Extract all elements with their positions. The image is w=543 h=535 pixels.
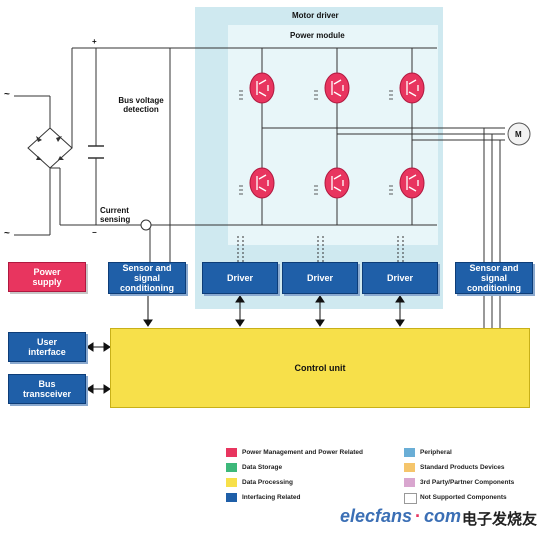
legend-label-7: Interfacing Related	[242, 494, 301, 501]
legend: Power Management and Power Related Periph…	[226, 448, 536, 508]
igbt-switch-5	[314, 167, 350, 199]
driver-block-3: Driver	[362, 262, 438, 294]
igbt-switch-4	[239, 167, 275, 199]
bus-voltage-detection-label: Bus voltage detection	[118, 96, 164, 114]
legend-swatch-7	[226, 493, 237, 502]
power-module-panel	[228, 25, 438, 245]
legend-swatch-4	[404, 463, 415, 472]
control-unit-block: Control unit	[110, 328, 530, 408]
watermark-tld: com	[424, 506, 462, 526]
legend-swatch-5	[226, 478, 237, 487]
sensor-conditioning-left-block: Sensor and signal conditioning	[108, 262, 186, 294]
igbt-switch-1	[239, 72, 275, 104]
legend-label-5: Data Processing	[242, 479, 293, 486]
legend-label-3: Data Storage	[242, 464, 283, 471]
legend-swatch-1	[226, 448, 237, 457]
motor-driver-title: Motor driver	[292, 11, 339, 20]
driver-block-1: Driver	[202, 262, 278, 294]
legend-label-4: Standard Products Devices	[420, 464, 505, 471]
ac-input-top: ~	[4, 89, 10, 100]
legend-label-8: Not Supported Components	[420, 494, 507, 501]
sensor-conditioning-right-block: Sensor and signal conditioning	[455, 262, 533, 294]
igbt-switch-3	[389, 72, 425, 104]
bus-transceiver-block: Bus transceiver	[8, 374, 86, 404]
legend-label-6: 3rd Party/Partner Components	[420, 479, 515, 486]
user-interface-block: User interface	[8, 332, 86, 362]
legend-label-1: Power Management and Power Related	[242, 449, 364, 456]
motor-label: M	[515, 130, 522, 139]
driver-block-2: Driver	[282, 262, 358, 294]
watermark-chinese: 电子发烧友	[462, 511, 538, 528]
igbt-switch-2	[314, 72, 350, 104]
legend-label-2: Peripheral	[420, 449, 452, 456]
minus-sign: −	[92, 228, 97, 237]
igbt-switch-6	[389, 167, 425, 199]
ac-input-bottom: ~	[4, 228, 10, 239]
watermark-dot: ·	[415, 506, 421, 526]
current-sensing-label: Current sensing	[100, 206, 131, 224]
legend-swatch-8	[404, 493, 417, 504]
power-module-title: Power module	[290, 31, 345, 40]
power-supply-block: Power supply	[8, 262, 86, 292]
legend-swatch-6	[404, 478, 415, 487]
legend-swatch-3	[226, 463, 237, 472]
plus-sign: +	[92, 37, 97, 46]
watermark-brand: elecfans	[340, 506, 413, 526]
legend-swatch-2	[404, 448, 415, 457]
